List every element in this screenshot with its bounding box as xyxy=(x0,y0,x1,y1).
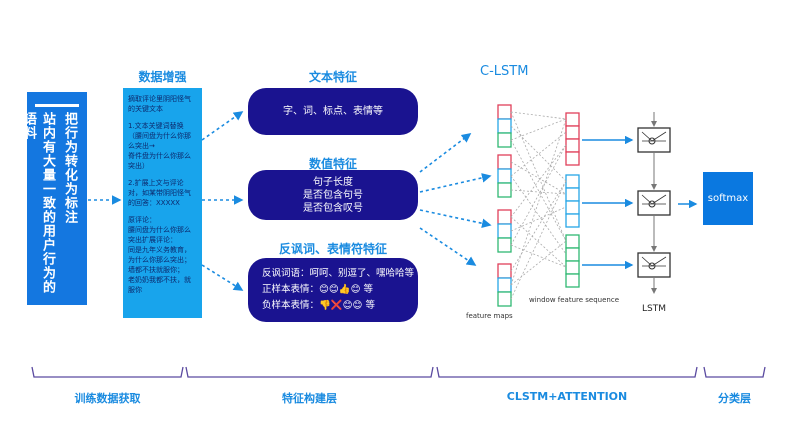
connection xyxy=(510,111,567,120)
irony-feature-title: 反讽词、表情符特征 xyxy=(278,242,387,256)
connection xyxy=(510,125,567,182)
connection xyxy=(510,139,567,242)
arrow xyxy=(419,209,492,229)
lstm-label: LSTM xyxy=(642,304,666,314)
feature-map-cell xyxy=(497,154,512,170)
feature-map-cell xyxy=(497,118,512,134)
clstm-title: C-LSTM xyxy=(480,64,529,79)
feature-map-cell xyxy=(497,291,512,307)
feature-map-cell xyxy=(497,168,512,184)
augment-text: 2.扩展上文与评论对，如某带阴阳怪气的回答：XXXXX xyxy=(128,179,191,207)
window-cell xyxy=(565,273,580,288)
window-cell xyxy=(565,138,580,153)
lstm-wiring-icon xyxy=(641,256,667,267)
lstm-wiring-icon xyxy=(641,131,667,142)
feature-map-cell xyxy=(497,223,512,239)
feature-line: 是否包含句号 xyxy=(303,190,363,201)
arrow xyxy=(201,264,244,291)
window-cell xyxy=(565,213,580,228)
irony-feature-box: 反讽词语：呵呵、别逗了、嘿哈哈等 正样本表情：😊😊👍😊 等 负样本表情：👎❌😊😊… xyxy=(248,258,418,322)
window-label: window feature sequence xyxy=(529,296,620,304)
feature-map-cell xyxy=(497,182,512,198)
connection xyxy=(510,206,567,232)
window-cell xyxy=(565,200,580,215)
bracket xyxy=(185,366,434,378)
numeric-feature-box: 句子长度 是否包含句号 是否包含叹号 xyxy=(248,170,418,220)
feature-map-cell xyxy=(497,237,512,253)
label-corpus: 站内有大量一致的用户行为的语料 xyxy=(21,112,55,294)
connection xyxy=(510,244,567,268)
connection xyxy=(510,131,567,177)
connection xyxy=(510,216,567,268)
connection xyxy=(510,180,567,300)
feature-line: 句子长度 xyxy=(313,177,353,188)
window-cell xyxy=(565,174,580,189)
text-feature-title: 文本特征 xyxy=(308,70,357,84)
corpus-box: 把行为转化为标注 站内有大量一致的用户行为的语料 xyxy=(21,92,87,305)
connection xyxy=(510,118,567,141)
augment-text: 原评论： 腰间盘为什么你那么突出扩展评论： 同是九年义务教育，为什么你那么突出；… xyxy=(128,216,191,294)
bracket xyxy=(703,366,766,378)
arrow xyxy=(201,111,244,141)
augment-box: 摘取评论里阴阳怪气的关键文本 1.文本关键词替换 （腰间盘为什么你那么突出→ 脊… xyxy=(123,88,202,318)
feature-line: 反讽词语：呵呵、别逗了、嘿哈哈等 xyxy=(262,268,415,279)
stage-label: 特征构建层 xyxy=(282,392,337,405)
stage-label: CLSTM+ATTENTION xyxy=(506,390,628,403)
augment-text: 1.文本关键词替换 （腰间盘为什么你那么突出→ 脊件盘为什么你那么突出） xyxy=(128,122,191,170)
arrow xyxy=(419,133,472,173)
connection xyxy=(510,118,567,286)
feature-map-cell xyxy=(497,104,512,120)
divider xyxy=(35,104,79,107)
feature-line: 是否包含叹号 xyxy=(303,203,363,214)
window-cell xyxy=(565,125,580,140)
feature-map-cell xyxy=(497,209,512,225)
feature-map-cell xyxy=(497,132,512,148)
stage-label: 训练数据获取 xyxy=(74,392,141,405)
feature-map-cell xyxy=(497,277,512,293)
feature-map-cell xyxy=(497,263,512,279)
bracket xyxy=(436,366,698,378)
feature-line: 正样本表情：😊😊👍😊 等 xyxy=(262,284,374,295)
augment-title: 数据增强 xyxy=(138,70,187,84)
window-cell xyxy=(565,112,580,127)
softmax-box: softmax xyxy=(703,172,753,225)
window-cell xyxy=(565,151,580,166)
stage-label: 分类层 xyxy=(718,392,751,405)
connection xyxy=(510,144,567,218)
window-cell xyxy=(565,260,580,275)
connection xyxy=(510,189,567,195)
feature-line: 负样本表情：👎❌😊😊 等 xyxy=(262,300,375,311)
connection xyxy=(510,240,567,286)
connection xyxy=(510,144,567,246)
label-annotation: 把行为转化为标注 xyxy=(62,112,77,224)
lstm-wiring-icon xyxy=(641,194,667,205)
window-cell xyxy=(565,187,580,202)
arrow xyxy=(419,227,477,266)
window-cell xyxy=(565,234,580,249)
bracket xyxy=(31,366,184,378)
feature-maps-label: feature maps xyxy=(466,312,513,320)
augment-text: 摘取评论里阴阳怪气的关键文本 xyxy=(128,95,191,113)
window-cell xyxy=(565,247,580,262)
arrow xyxy=(419,173,492,193)
connection xyxy=(510,161,567,195)
connection xyxy=(510,111,567,242)
connection xyxy=(510,180,567,272)
numeric-feature-title: 数值特征 xyxy=(308,157,357,171)
text-feature-box: 字、词、标点、表情等 xyxy=(248,88,418,135)
